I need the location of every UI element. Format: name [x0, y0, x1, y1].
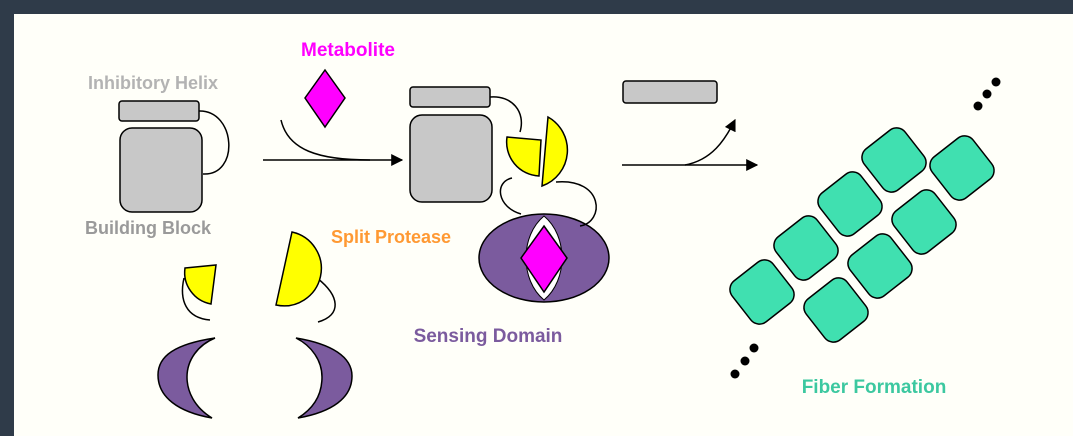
split-protease-large-half: [541, 115, 569, 188]
fiber-dot: [730, 369, 740, 379]
linker-middle-left: [499, 177, 522, 215]
complex-middle: [409, 86, 610, 303]
fiber-dot: [982, 89, 992, 99]
fiber-block: [847, 233, 913, 299]
inhibitory-helix-label: Inhibitory Helix: [88, 73, 218, 93]
building-block-square-middle: [409, 114, 493, 203]
arrow-helix-release: [684, 118, 736, 166]
split-protease-large-unbound: [275, 231, 323, 307]
fiber-block: [817, 171, 883, 237]
linker-middle-top: [489, 96, 523, 133]
fiber-formation-label: Fiber Formation: [802, 377, 947, 398]
sensing-domain-half-left: [157, 337, 216, 419]
metabolite-diamond: [304, 68, 346, 129]
fiber-block: [891, 189, 957, 255]
fiber-block: [773, 215, 839, 281]
fiber-dot: [973, 101, 983, 111]
metabolite-label: Metabolite: [301, 40, 395, 61]
bound-metabolite-diamond: [520, 224, 568, 294]
unbound-sensor: [157, 231, 353, 419]
linker-left: [198, 110, 230, 175]
sensing-domain-label: Sensing Domain: [414, 326, 563, 347]
fiber-block: [861, 127, 927, 193]
linker-middle-right: [555, 181, 597, 227]
fiber-dots-top: [973, 77, 1001, 111]
fiber-block: [729, 259, 795, 325]
building-block-left: [118, 100, 230, 213]
linker-unbound-right: [316, 277, 336, 323]
building-block-square-left: [119, 127, 203, 213]
sensing-domain-half-right: [295, 337, 353, 419]
fiber-dots-bottom: [730, 343, 759, 379]
split-protease-small-half: [505, 136, 542, 177]
fiber-dot: [991, 77, 1001, 87]
split-protease-small-unbound: [183, 264, 217, 305]
fiber: [729, 77, 1001, 379]
building-block-label: Building Block: [85, 218, 212, 238]
released-inhibitory-helix: [622, 80, 718, 104]
fiber-dot: [749, 343, 759, 353]
linker-unbound-left: [181, 277, 211, 321]
fiber-block: [803, 277, 869, 343]
fiber-block: [929, 135, 995, 201]
split-protease-label: Split Protease: [331, 227, 451, 247]
inhibitory-helix-bar-left: [118, 100, 200, 122]
inhibitory-helix-bar-middle: [409, 86, 491, 108]
fiber-dot: [740, 356, 750, 366]
